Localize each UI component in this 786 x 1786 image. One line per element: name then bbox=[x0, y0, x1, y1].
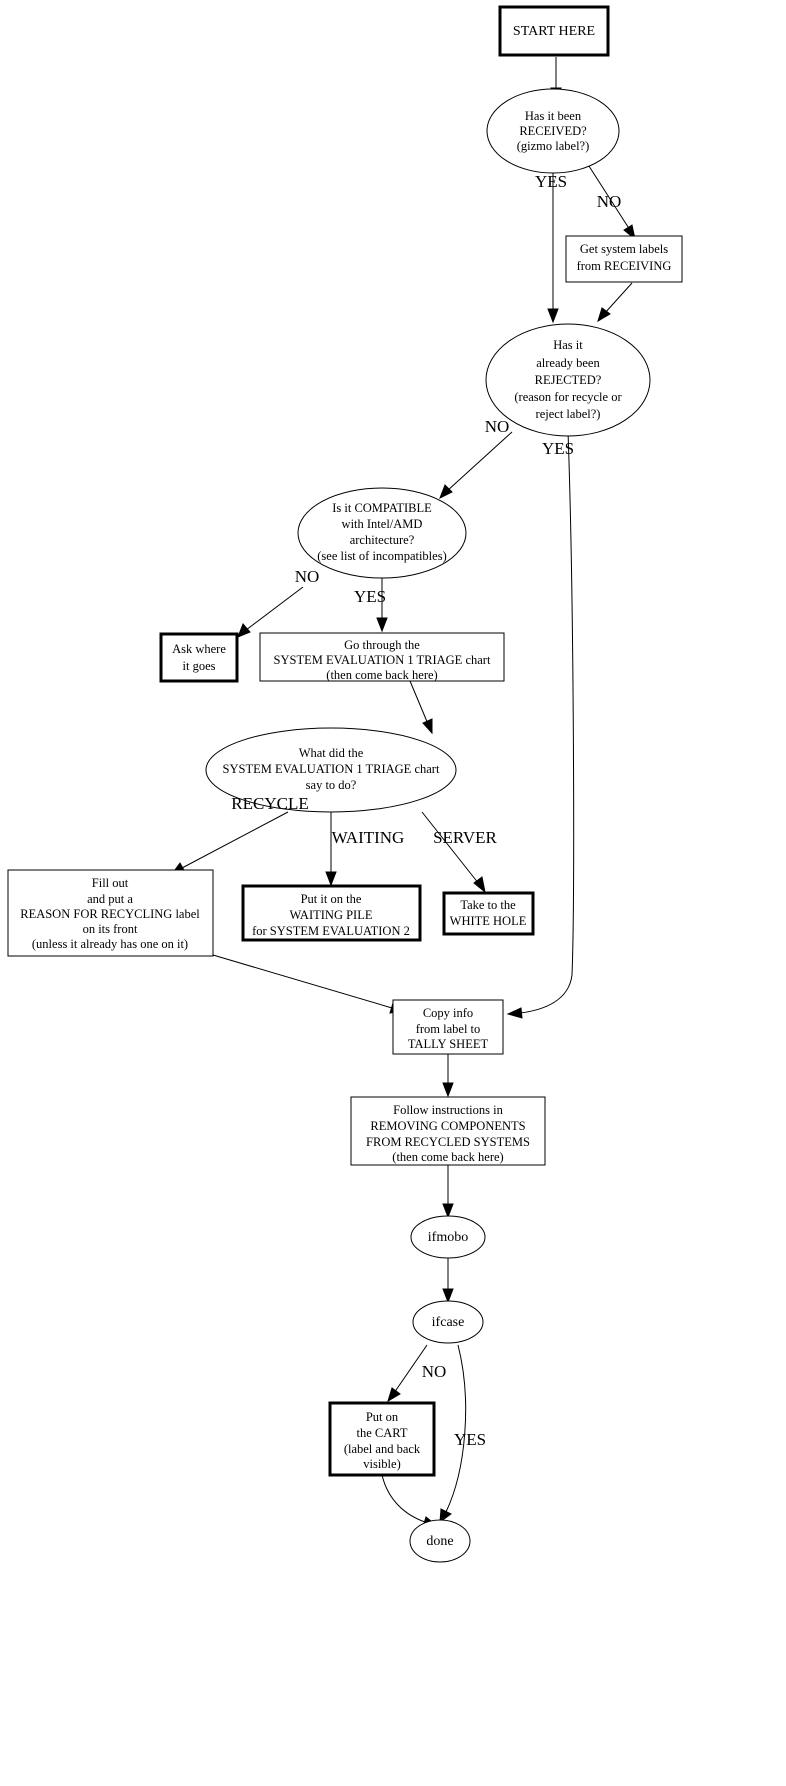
node-removing-line-2: FROM RECYCLED SYSTEMS bbox=[366, 1135, 530, 1149]
edge-label-ifcase-no: NO bbox=[422, 1362, 447, 1381]
edge-label-received-no: NO bbox=[597, 192, 622, 211]
node-received-line-0: Has it been bbox=[525, 109, 582, 123]
node-fillout-line-3: on its front bbox=[83, 922, 138, 936]
edge-gotriage-to-whattriage bbox=[409, 680, 433, 735]
node-fill-out[interactable]: Fill out and put a REASON FOR RECYCLING … bbox=[7, 869, 214, 957]
node-getlabels-line-0: Get system labels bbox=[580, 242, 668, 256]
node-askwhere-line-1: it goes bbox=[183, 659, 216, 673]
edge-label-rejected-yes: YES bbox=[542, 439, 574, 458]
node-tally-line-1: from label to bbox=[416, 1022, 481, 1036]
node-cart-line-1: the CART bbox=[357, 1426, 408, 1440]
node-get-system-labels[interactable]: Get system labels from RECEIVING bbox=[565, 235, 683, 283]
edge-ifmobo-to-ifcase bbox=[442, 1258, 454, 1304]
edge-label-rejected-no: NO bbox=[485, 417, 510, 436]
node-what-triage[interactable]: What did the SYSTEM EVALUATION 1 TRIAGE … bbox=[205, 727, 457, 813]
node-whitehole-line-1: WHITE HOLE bbox=[450, 914, 527, 928]
edge-rejected-yes-to-tally bbox=[506, 430, 575, 1019]
edge-received-yes-to-rejected bbox=[547, 168, 559, 324]
node-removing-components[interactable]: Follow instructions in REMOVING COMPONEN… bbox=[350, 1096, 546, 1166]
edge-label-triage-server: SERVER bbox=[433, 828, 497, 847]
edge-compatible-yes-to-gotriage bbox=[376, 577, 388, 633]
edge-label-compatible-no: NO bbox=[295, 567, 320, 586]
node-whattriage-line-0: What did the bbox=[299, 746, 364, 760]
node-askwhere-line-0: Ask where bbox=[172, 642, 226, 656]
node-compatible-line-0: Is it COMPATIBLE bbox=[332, 501, 432, 515]
node-waiting-pile[interactable]: Put it on the WAITING PILE for SYSTEM EV… bbox=[241, 884, 422, 942]
edge-triage-server-to-whitehole bbox=[421, 811, 486, 894]
node-ask-where[interactable]: Ask where it goes bbox=[159, 632, 239, 683]
edge-label-triage-waiting: WAITING bbox=[332, 828, 405, 847]
node-compatible-line-3: (see list of incompatibles) bbox=[317, 549, 446, 563]
node-tally-line-2: TALLY SHEET bbox=[408, 1037, 489, 1051]
node-cart-line-2: (label and back bbox=[344, 1442, 421, 1456]
node-gotriage-line-1: SYSTEM EVALUATION 1 TRIAGE chart bbox=[274, 653, 491, 667]
node-rejected-line-2: REJECTED? bbox=[535, 373, 602, 387]
node-white-hole[interactable]: Take to the WHITE HOLE bbox=[442, 891, 535, 936]
edge-triage-waiting-to-waitingpile bbox=[325, 811, 337, 887]
node-rejected-line-0: Has it bbox=[553, 338, 583, 352]
node-rejected-line-4: reject label?) bbox=[536, 407, 601, 421]
node-done-line-0: done bbox=[426, 1534, 453, 1549]
node-ifcase-line-0: ifcase bbox=[432, 1315, 465, 1330]
edge-label-triage-recycle: RECYCLE bbox=[231, 794, 308, 813]
node-waitingpile-line-1: WAITING PILE bbox=[290, 908, 373, 922]
node-done[interactable]: done bbox=[409, 1519, 471, 1563]
edge-getlabels-to-rejected bbox=[597, 282, 633, 323]
node-start[interactable]: START HERE bbox=[498, 5, 610, 57]
edge-ifcase-yes-to-done bbox=[439, 1344, 467, 1524]
node-rejected-line-3: (reason for recycle or bbox=[514, 390, 622, 404]
node-gotriage-line-0: Go through the bbox=[344, 638, 420, 652]
edge-ifcase-no-to-cart bbox=[387, 1344, 428, 1403]
edge-cart-to-done bbox=[381, 1474, 438, 1528]
node-fillout-line-0: Fill out bbox=[92, 876, 129, 890]
node-go-triage[interactable]: Go through the SYSTEM EVALUATION 1 TRIAG… bbox=[259, 632, 505, 682]
node-received-line-1: RECEIVED? bbox=[519, 124, 587, 138]
node-cart-line-3: visible) bbox=[363, 1457, 401, 1471]
node-tally-sheet[interactable]: Copy info from label to TALLY SHEET bbox=[392, 999, 504, 1055]
node-fillout-line-1: and put a bbox=[87, 892, 133, 906]
edge-label-compatible-yes: YES bbox=[354, 587, 386, 606]
edge-rejected-no-to-compatible bbox=[439, 431, 513, 500]
node-fillout-line-2: REASON FOR RECYCLING label bbox=[20, 907, 200, 921]
node-removing-line-3: (then come back here) bbox=[392, 1150, 503, 1164]
node-received-line-2: (gizmo label?) bbox=[517, 139, 590, 153]
node-rejected-line-1: already been bbox=[536, 356, 600, 370]
node-removing-line-0: Follow instructions in bbox=[393, 1103, 503, 1117]
node-whitehole-line-0: Take to the bbox=[460, 898, 516, 912]
node-gotriage-line-2: (then come back here) bbox=[326, 668, 437, 682]
node-compatible-line-2: architecture? bbox=[350, 533, 415, 547]
node-getlabels-line-1: from RECEIVING bbox=[577, 259, 672, 273]
edge-label-ifcase-yes: YES bbox=[454, 1430, 486, 1449]
edge-label-received-yes: YES bbox=[535, 172, 567, 191]
edge-triage-recycle-to-fillout bbox=[170, 811, 289, 875]
node-ifmobo[interactable]: ifmobo bbox=[410, 1215, 486, 1259]
edge-removing-to-ifmobo bbox=[442, 1165, 454, 1219]
node-waitingpile-line-0: Put it on the bbox=[301, 892, 362, 906]
node-cart-line-0: Put on bbox=[366, 1410, 399, 1424]
node-ifcase[interactable]: ifcase bbox=[412, 1300, 484, 1344]
node-removing-line-1: REMOVING COMPONENTS bbox=[370, 1119, 525, 1133]
edge-compatible-no-to-askwhere bbox=[237, 586, 304, 638]
node-start-line-0: START HERE bbox=[513, 24, 595, 39]
node-compatible-line-1: with Intel/AMD bbox=[342, 517, 423, 531]
node-ifmobo-line-0: ifmobo bbox=[428, 1230, 468, 1245]
node-received[interactable]: Has it been RECEIVED? (gizmo label?) bbox=[486, 88, 620, 174]
node-whattriage-line-1: SYSTEM EVALUATION 1 TRIAGE chart bbox=[223, 762, 440, 776]
node-cart[interactable]: Put on the CART (label and back visible) bbox=[328, 1401, 436, 1477]
node-rejected[interactable]: Has it already been REJECTED? (reason fo… bbox=[485, 323, 651, 437]
node-fillout-line-4: (unless it already has one on it) bbox=[32, 937, 188, 951]
node-tally-line-0: Copy info bbox=[423, 1006, 473, 1020]
edge-tally-to-removing bbox=[442, 1053, 454, 1098]
node-waitingpile-line-2: for SYSTEM EVALUATION 2 bbox=[252, 924, 410, 938]
node-compatible[interactable]: Is it COMPATIBLE with Intel/AMD architec… bbox=[297, 487, 467, 579]
edge-fillout-to-tally bbox=[212, 954, 405, 1014]
node-whattriage-line-2: say to do? bbox=[306, 778, 357, 792]
